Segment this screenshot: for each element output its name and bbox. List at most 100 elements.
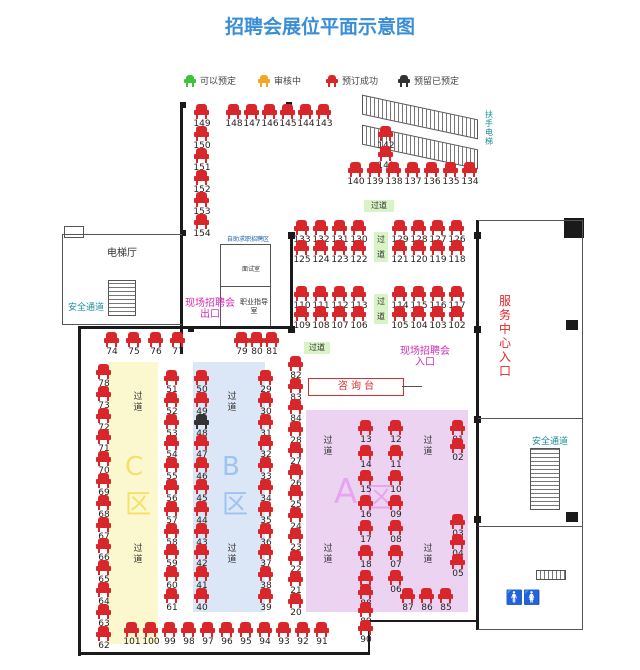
booth-chair-icon[interactable] [411, 220, 426, 235]
booth-chair-icon[interactable] [194, 479, 209, 494]
booth-chair-icon[interactable] [358, 420, 373, 435]
booth-chair-icon[interactable] [288, 592, 303, 608]
booth-chair-icon[interactable] [164, 413, 179, 429]
booth-chair-icon[interactable] [358, 584, 373, 599]
booth-chair-icon[interactable] [358, 520, 373, 535]
booth-chair-icon[interactable] [332, 220, 347, 235]
booth-chair-icon[interactable] [443, 162, 458, 177]
booth-chair-icon[interactable] [164, 522, 179, 538]
booth-chair-icon[interactable] [288, 506, 303, 522]
booth-chair-icon[interactable] [400, 588, 415, 603]
booth-chair-icon[interactable] [162, 622, 177, 637]
booth-chair-icon[interactable] [358, 620, 373, 635]
booth-chair-icon[interactable] [295, 622, 310, 637]
booth-chair-icon[interactable] [164, 457, 179, 473]
booth-chair-icon[interactable] [258, 391, 273, 407]
booth-chair-icon[interactable] [126, 332, 141, 347]
booth-chair-icon[interactable] [124, 622, 139, 637]
booth-chair-icon[interactable] [170, 332, 185, 347]
booth-chair-icon[interactable] [313, 286, 328, 301]
booth-chair-icon[interactable] [164, 479, 179, 494]
booth-chair-icon[interactable] [234, 332, 249, 347]
booth-chair-icon[interactable] [96, 603, 111, 619]
booth-chair-icon[interactable] [194, 500, 209, 516]
booth-chair-icon[interactable] [288, 528, 303, 543]
booth-chair-icon[interactable] [288, 571, 303, 586]
booth-chair-icon[interactable] [280, 104, 295, 119]
booth-chair-icon[interactable] [96, 582, 111, 597]
booth-chair-icon[interactable] [194, 413, 209, 429]
booth-chair-icon[interactable] [358, 445, 373, 460]
booth-chair-icon[interactable] [430, 220, 445, 235]
booth-chair-icon[interactable] [298, 104, 313, 119]
booth-chair-icon[interactable] [313, 306, 328, 321]
booth-chair-icon[interactable] [367, 162, 382, 177]
booth-chair-icon[interactable] [238, 622, 253, 637]
booth-chair-icon[interactable] [348, 162, 363, 177]
booth-chair-icon[interactable] [164, 370, 179, 385]
booth-chair-icon[interactable] [392, 240, 407, 255]
booth-chair-icon[interactable] [96, 560, 111, 576]
booth-chair-icon[interactable] [194, 214, 209, 229]
booth-chair-icon[interactable] [194, 522, 209, 538]
booth-chair-icon[interactable] [392, 306, 407, 321]
booth-chair-icon[interactable] [450, 554, 465, 569]
booth-chair-icon[interactable] [449, 306, 464, 321]
booth-chair-icon[interactable] [258, 435, 273, 451]
booth-chair-icon[interactable] [316, 104, 331, 119]
booth-chair-icon[interactable] [450, 438, 465, 453]
booth-chair-icon[interactable] [194, 126, 209, 141]
booth-chair-icon[interactable] [164, 435, 179, 451]
booth-chair-icon[interactable] [194, 435, 209, 451]
booth-chair-icon[interactable] [194, 148, 209, 163]
booth-chair-icon[interactable] [388, 420, 403, 435]
booth-chair-icon[interactable] [194, 104, 209, 119]
booth-chair-icon[interactable] [258, 566, 273, 582]
booth-chair-icon[interactable] [430, 286, 445, 301]
booth-chair-icon[interactable] [219, 622, 234, 637]
booth-chair-icon[interactable] [351, 220, 366, 235]
booth-chair-icon[interactable] [96, 429, 111, 445]
booth-chair-icon[interactable] [194, 566, 209, 582]
booth-chair-icon[interactable] [258, 370, 273, 385]
booth-chair-icon[interactable] [450, 420, 465, 435]
booth-chair-icon[interactable] [181, 622, 196, 637]
booth-chair-icon[interactable] [262, 104, 277, 119]
booth-chair-icon[interactable] [332, 306, 347, 321]
booth-chair-icon[interactable] [438, 588, 453, 603]
booth-chair-icon[interactable] [96, 625, 111, 641]
booth-chair-icon[interactable] [411, 286, 426, 301]
booth-chair-icon[interactable] [430, 240, 445, 255]
booth-chair-icon[interactable] [194, 588, 209, 603]
booth-chair-icon[interactable] [194, 192, 209, 207]
booth-chair-icon[interactable] [424, 162, 439, 177]
booth-chair-icon[interactable] [288, 549, 303, 565]
booth-chair-icon[interactable] [351, 240, 366, 255]
booth-chair-icon[interactable] [430, 306, 445, 321]
booth-chair-icon[interactable] [288, 442, 303, 457]
booth-chair-icon[interactable] [288, 377, 303, 393]
booth-chair-icon[interactable] [462, 162, 477, 177]
booth-chair-icon[interactable] [258, 522, 273, 538]
booth-chair-icon[interactable] [226, 104, 241, 119]
booth-chair-icon[interactable] [96, 385, 111, 401]
booth-chair-icon[interactable] [96, 451, 111, 467]
booth-chair-icon[interactable] [314, 622, 329, 637]
booth-chair-icon[interactable] [388, 495, 403, 510]
booth-chair-icon[interactable] [194, 370, 209, 385]
booth-chair-icon[interactable] [419, 588, 434, 603]
booth-chair-icon[interactable] [194, 391, 209, 407]
booth-chair-icon[interactable] [143, 622, 158, 637]
booth-chair-icon[interactable] [405, 162, 420, 177]
booth-chair-icon[interactable] [358, 570, 373, 585]
booth-chair-icon[interactable] [313, 240, 328, 255]
booth-chair-icon[interactable] [388, 545, 403, 560]
booth-chair-icon[interactable] [244, 104, 259, 119]
booth-chair-icon[interactable] [449, 240, 464, 255]
booth-chair-icon[interactable] [332, 240, 347, 255]
booth-chair-icon[interactable] [392, 286, 407, 301]
booth-chair-icon[interactable] [258, 544, 273, 560]
booth-chair-icon[interactable] [450, 514, 465, 529]
booth-chair-icon[interactable] [294, 306, 309, 321]
booth-chair-icon[interactable] [96, 516, 111, 532]
